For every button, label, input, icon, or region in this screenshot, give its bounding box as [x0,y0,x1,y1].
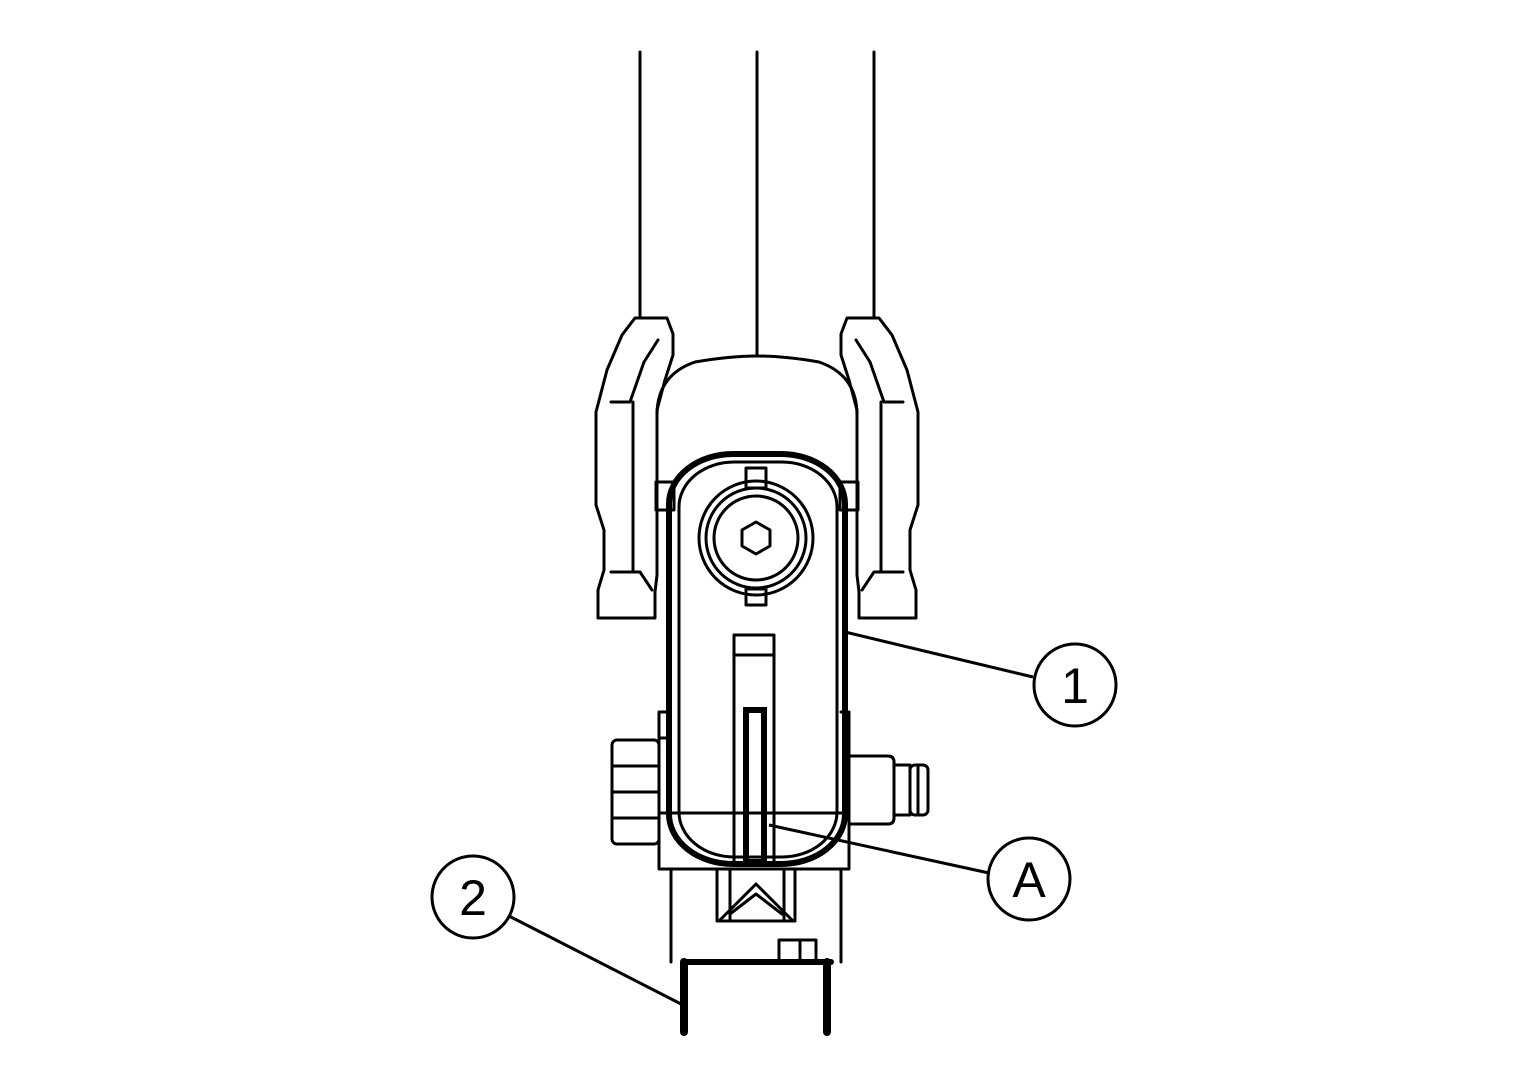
steering-gear-housing [669,867,843,964]
side-nut-left [610,738,661,846]
clamp-body [677,460,839,859]
alignment-mark [743,707,767,865]
callout-2: 2 [430,854,516,940]
callout-2-label: 2 [459,870,487,926]
yoke-arm-left [594,316,675,620]
bolt-tab-bottom [744,587,768,607]
alignment-slot [732,633,776,864]
yoke-crown [655,354,859,482]
callout-1: 1 [1032,642,1118,728]
leader-lines [508,630,1034,1006]
block-left [654,480,676,512]
side-bolt-right [847,754,930,826]
pinch-bolt [697,479,815,597]
callout-a-label: A [1012,852,1046,908]
block-right [838,480,860,512]
callout-a: A [986,836,1072,922]
shaft-lines [638,50,876,358]
hex-socket-icon [740,520,772,556]
bolt-tab-top [744,466,768,490]
callout-1-label: 1 [1061,658,1089,714]
yoke-arm-right [839,316,920,620]
wire-bracket [680,958,834,1036]
clamp-outline-highlight [666,451,848,867]
